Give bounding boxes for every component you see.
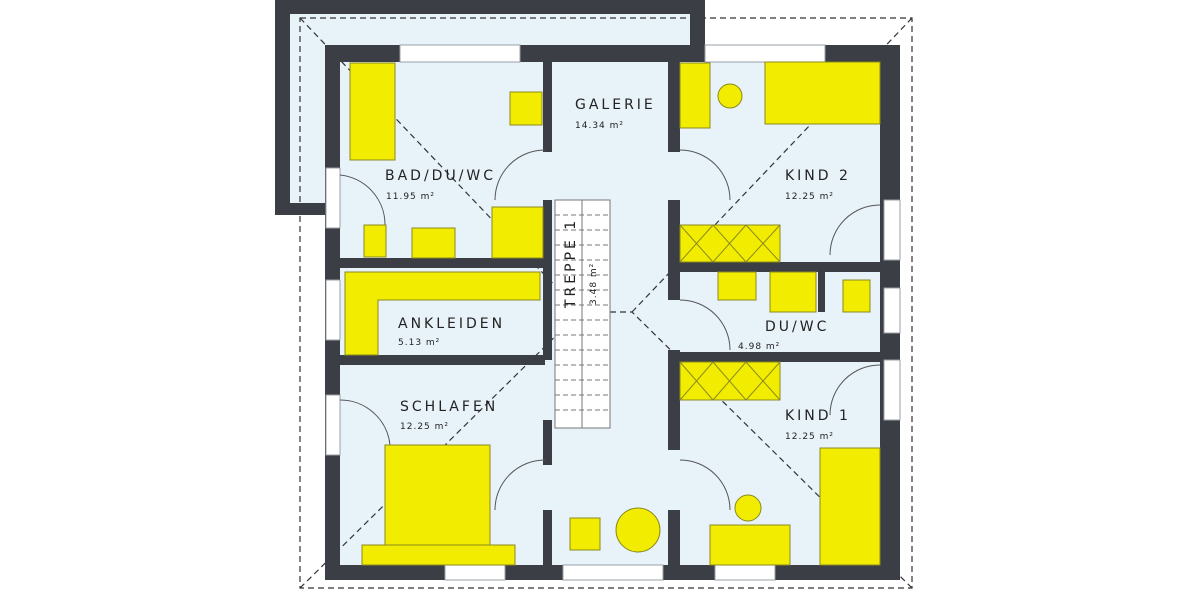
windows [325, 44, 901, 581]
kind2-bed [764, 61, 881, 125]
wardrobe-crosses [679, 224, 781, 401]
armchair [615, 507, 661, 553]
room-label-duwc: DU/WC [765, 319, 829, 335]
side-table [569, 517, 601, 551]
kind1-bed [819, 447, 881, 566]
room-area-treppe: 3.48 m² [589, 263, 599, 305]
room-area-duwc: 4.98 m² [738, 342, 780, 352]
staircase [554, 199, 611, 429]
room-label-kind1: KIND 1 [785, 408, 851, 424]
room-label-ankleiden: ANKLEIDEN [398, 316, 505, 332]
duwc-shower [769, 271, 817, 313]
room-area-galerie: 14.34 m² [575, 121, 624, 131]
duwc-sink [717, 271, 757, 301]
room-label-schlafen: SCHLAFEN [400, 399, 498, 415]
duwc-toilet [842, 279, 871, 313]
room-area-kind2: 12.25 m² [785, 192, 834, 202]
room-area-kind1: 12.25 m² [785, 432, 834, 442]
walk-in-wardrobe [344, 271, 541, 356]
room-label-kind2: KIND 2 [785, 168, 851, 184]
bench [361, 544, 516, 566]
bath-washbasin [411, 227, 456, 259]
door-swings [339, 149, 881, 511]
room-label-bad: BAD/DU/WC [385, 168, 496, 184]
kind1-chair [734, 494, 762, 522]
round-sink [509, 91, 543, 126]
room-area-ankleiden: 5.13 m² [398, 338, 440, 348]
room-label-galerie: GALERIE [575, 97, 656, 113]
bath-toilet [363, 224, 387, 258]
kind1-desk [709, 524, 791, 566]
bathtub [349, 62, 396, 161]
room-area-bad: 11.95 m² [386, 192, 435, 202]
kind2-desk [679, 62, 711, 129]
room-area-schlafen: 12.25 m² [400, 422, 449, 432]
bath-shower [491, 206, 544, 259]
kind2-chair [717, 83, 743, 109]
room-label-treppe: TREPPE 1 [563, 218, 579, 309]
